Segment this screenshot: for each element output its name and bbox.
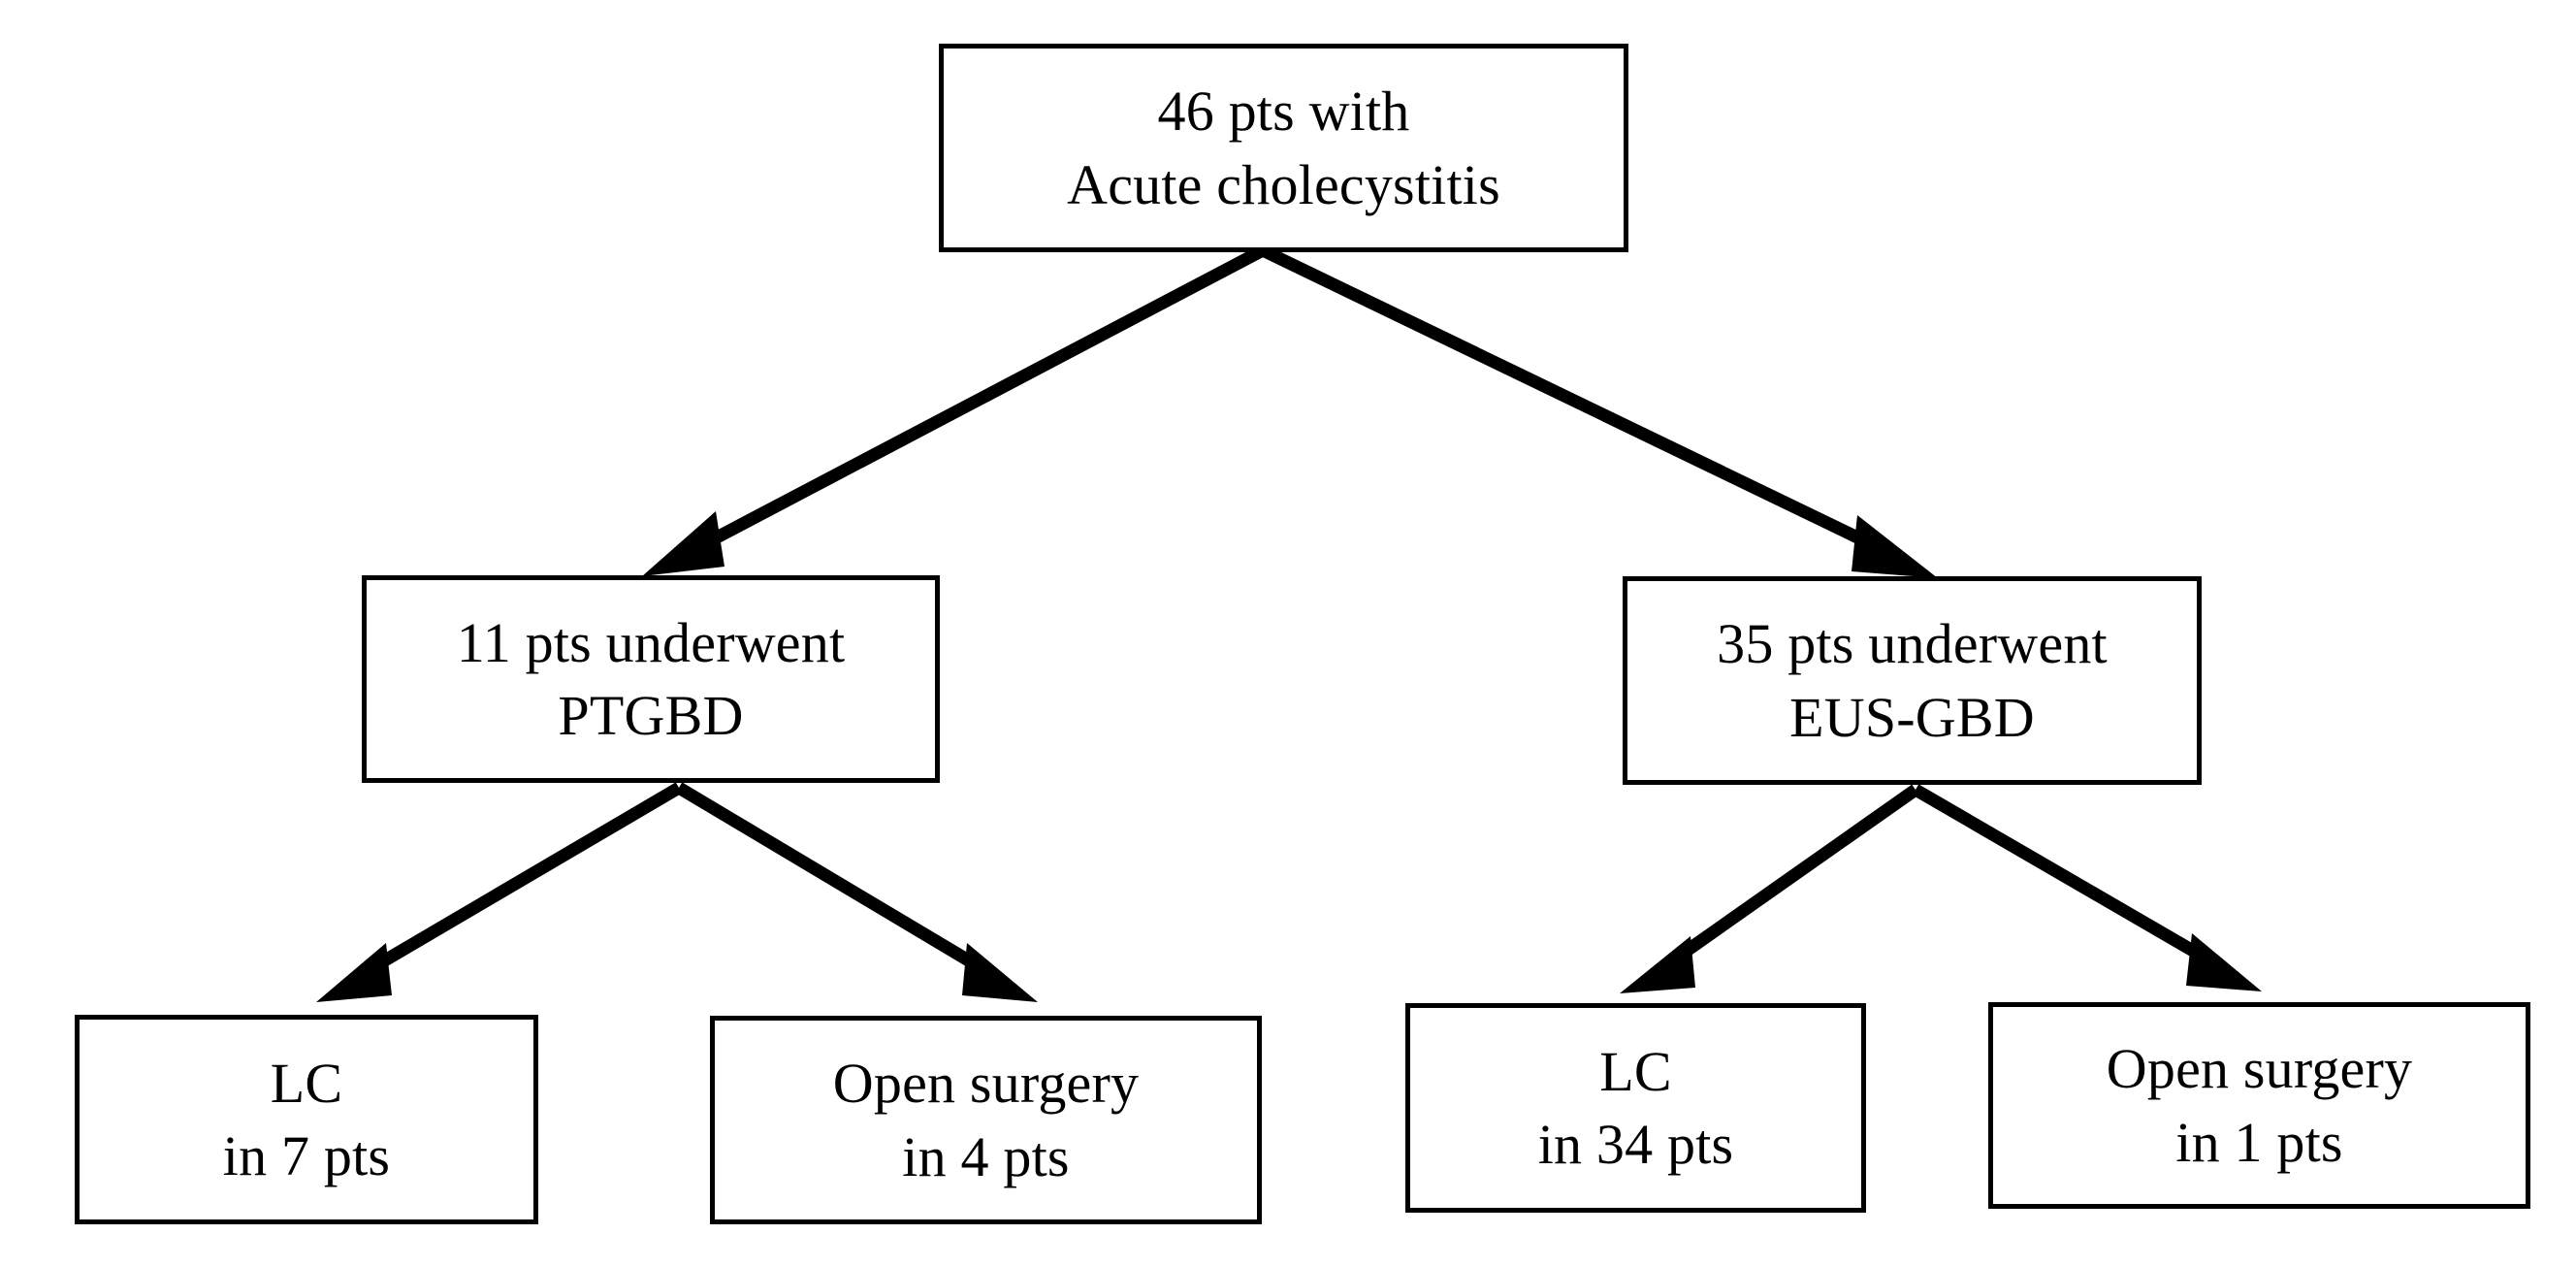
- node-eusgbd-open-line-2: in 1 pts: [2175, 1110, 2343, 1174]
- node-eusgbd-open[interactable]: Open surgery in 1 pts: [1988, 1002, 2530, 1209]
- node-eusgbd-lc-line-1: LC: [1599, 1039, 1672, 1103]
- node-eusgbd-line-2: EUS-GBD: [1789, 685, 2035, 749]
- node-eusgbd-line-1: 35 pts underwent: [1717, 612, 2108, 676]
- node-eusgbd-lc[interactable]: LC in 34 pts: [1405, 1003, 1866, 1213]
- node-ptgbd[interactable]: 11 pts underwent PTGBD: [362, 575, 940, 783]
- node-root-line-2: Acute cholecystitis: [1067, 152, 1500, 216]
- node-ptgbd-open[interactable]: Open surgery in 4 pts: [710, 1016, 1262, 1224]
- node-ptgbd-line-1: 11 pts underwent: [456, 610, 846, 674]
- edge-eusgbd-to-lc: [1620, 784, 1919, 993]
- node-ptgbd-lc-line-2: in 7 pts: [222, 1124, 391, 1187]
- edge-ptgbd-to-open: [675, 782, 1038, 1002]
- node-ptgbd-open-line-2: in 4 pts: [902, 1124, 1070, 1188]
- node-eusgbd-lc-line-2: in 34 pts: [1537, 1113, 1734, 1176]
- node-ptgbd-line-2: PTGBD: [558, 684, 744, 747]
- edge-root-to-eusgbd: [1260, 244, 1938, 578]
- edge-eusgbd-to-open: [1912, 784, 2262, 991]
- edge-ptgbd-to-lc: [316, 782, 683, 1002]
- node-eusgbd-open-line-1: Open surgery: [2106, 1037, 2413, 1101]
- node-root-line-1: 46 pts with: [1157, 80, 1410, 144]
- node-ptgbd-lc[interactable]: LC in 7 pts: [75, 1015, 538, 1224]
- node-root[interactable]: 46 pts with Acute cholecystitis: [939, 44, 1628, 252]
- node-ptgbd-lc-line-1: LC: [270, 1051, 343, 1115]
- node-ptgbd-open-line-1: Open surgery: [832, 1052, 1140, 1116]
- edge-root-to-ptgbd: [642, 244, 1267, 576]
- node-eusgbd[interactable]: 35 pts underwent EUS-GBD: [1623, 576, 2202, 785]
